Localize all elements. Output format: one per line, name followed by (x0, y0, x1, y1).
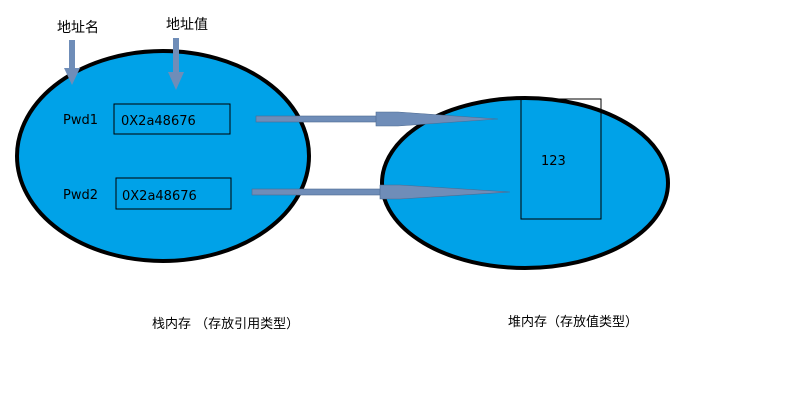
heap-memory-caption: 堆内存（存放值类型） (508, 314, 638, 330)
heap-value: 123 (541, 154, 566, 169)
address-value-arrow (168, 38, 184, 90)
stack-row-1-address: 0X2a48676 (121, 114, 196, 129)
address-name-arrow (64, 40, 80, 85)
pointer-arrow-1 (255, 111, 499, 127)
stack-row-2-address-box (115, 177, 232, 210)
heap-memory-ellipse (380, 96, 670, 270)
heap-value-box (520, 98, 602, 220)
stack-row-1-address-box (113, 103, 231, 135)
stack-row-2-address: 0X2a48676 (122, 189, 197, 204)
stack-row-1-name: Pwd1 (63, 113, 98, 128)
stack-memory-ellipse (15, 49, 311, 263)
address-value-label: 地址值 (166, 17, 208, 33)
stack-row-2-name: Pwd2 (63, 188, 98, 203)
pointer-arrow-2 (251, 184, 511, 200)
stack-memory-caption: 栈内存 （存放引用类型） (152, 316, 299, 332)
address-name-label: 地址名 (57, 20, 99, 36)
